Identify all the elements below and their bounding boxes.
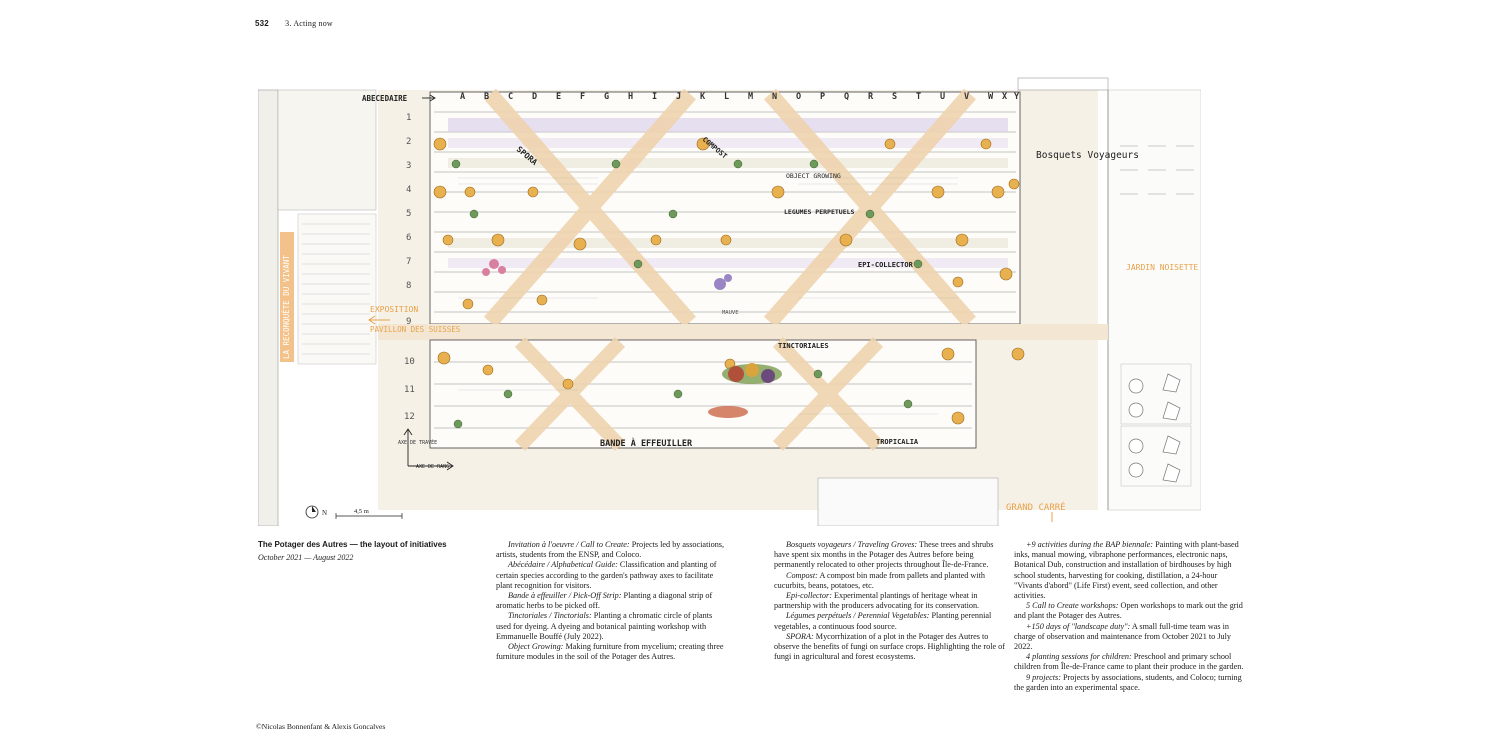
entry: Abécédaire / Alphabetical Guide: Classif… <box>496 560 717 590</box>
tropicalia-label: TROPICALIA <box>876 438 919 446</box>
entry: +9 activities during the BAP biennale: P… <box>1014 540 1239 601</box>
row-number: 9 <box>406 317 411 327</box>
col-letter: N <box>772 92 777 102</box>
text-column-1: Invitation à l'oeuvre / Call to Create: … <box>496 540 728 662</box>
scale-bar: 4,5 m <box>335 508 403 519</box>
col-letter: E <box>556 92 561 102</box>
entry: Epi-collector: Experimental plantings of… <box>774 591 980 611</box>
garden-plan-illustration: LA RECONQUÊTE DU VIVANT <box>258 74 1201 526</box>
exposition-label: EXPOSITION <box>370 305 418 314</box>
row-number: 5 <box>406 209 411 219</box>
right-building <box>1107 89 1201 511</box>
axe-travee-label: AXE DE TRAVÉE <box>398 438 437 446</box>
row-number: 3 <box>406 161 411 171</box>
text-column-2: Bosquets voyageurs / Traveling Groves: T… <box>774 540 1006 662</box>
text-column-3: +9 activities during the BAP biennale: P… <box>1014 540 1246 693</box>
epi-collector-label: EPI-COLLECTOR <box>858 261 914 269</box>
entry: +150 days of "landscape duty": A small f… <box>1014 621 1231 652</box>
row-number: 2 <box>406 137 411 147</box>
row-number: 10 <box>404 357 415 367</box>
row-number: 11 <box>404 385 415 395</box>
jardin-noisette-label: JARDIN NOISETTE <box>1126 263 1198 272</box>
col-letter: H <box>628 92 633 102</box>
page-number: 532 <box>255 19 269 28</box>
row-number: 12 <box>404 412 415 422</box>
col-letter: Q <box>844 92 849 102</box>
mauve-label: MAUVE <box>722 310 739 316</box>
col-letter: J <box>676 92 681 102</box>
row-number: 6 <box>406 233 411 243</box>
entry: SPORA: Mycorrhization of a plot in the P… <box>774 631 1006 662</box>
section-title: 3. Acting now <box>285 19 333 28</box>
col-letter: K <box>700 92 706 102</box>
col-letter: F <box>580 92 585 102</box>
column-letters: A B C D E F G H I J K L M N O P Q R S T … <box>460 92 1020 102</box>
entry: Bosquets voyageurs / Traveling Groves: T… <box>774 540 994 570</box>
north-label: N <box>322 509 327 517</box>
col-letter: Y <box>1014 92 1020 102</box>
col-letter: X <box>1002 92 1007 102</box>
col-letter: U <box>940 92 945 102</box>
entry: Compost: A compost bin made from pallets… <box>774 570 985 590</box>
entry: 5 Call to Create workshops: Open worksho… <box>1014 601 1243 621</box>
caption-title: The Potager des Autres — the layout of i… <box>258 540 447 549</box>
row-number: 1 <box>406 113 411 123</box>
row-number: 4 <box>406 185 411 195</box>
entry: Bande à effeuiller / Pick-Off Strip: Pla… <box>496 591 713 611</box>
entry: Object Growing: Making furniture from my… <box>496 642 724 662</box>
entry: Invitation à l'oeuvre / Call to Create: … <box>496 540 725 560</box>
col-letter: M <box>748 92 753 102</box>
bande-label: BANDE À EFFEUILLER <box>600 437 693 449</box>
allee-strip <box>280 232 294 362</box>
col-letter: I <box>652 92 657 102</box>
col-letter: W <box>988 92 994 102</box>
col-letter: D <box>532 92 537 102</box>
entry: Légumes perpétuels / Perennial Vegetable… <box>774 611 992 631</box>
col-letter: O <box>796 92 801 102</box>
col-letter: G <box>604 92 609 102</box>
caption-dates: October 2021 — August 2022 <box>258 553 354 562</box>
lower-plot <box>429 339 977 449</box>
object-growing-label: OBJECT GROWING <box>786 172 841 180</box>
col-letter: C <box>508 92 513 102</box>
shrub-markers <box>433 137 1025 425</box>
legumes-label: LEGUMES PERPETUELS <box>784 208 855 216</box>
axe-rang-label: AXE DE RANG <box>416 464 449 470</box>
bosquets-label: Bosquets Voyageurs <box>1036 150 1139 161</box>
figure-caption: The Potager des Autres — the layout of i… <box>258 540 488 562</box>
row-number: 8 <box>406 281 411 291</box>
grand-carre-label: GRAND CARRÉ <box>1006 501 1066 513</box>
col-letter: A <box>460 92 465 102</box>
allee-label: LA RECONQUÊTE DU VIVANT <box>282 255 291 359</box>
col-letter: T <box>916 92 921 102</box>
col-letter: V <box>964 92 969 102</box>
scale-label: 4,5 m <box>354 508 369 515</box>
entry: Tinctoriales / Tinctorials: Planting a c… <box>496 611 713 641</box>
tinctoriales-label: TINCTORIALES <box>778 342 829 350</box>
entry: 9 projects: Projects by associations, st… <box>1014 672 1242 692</box>
col-letter: L <box>724 92 729 102</box>
row-number: 7 <box>406 257 411 267</box>
north-indicator: N <box>305 505 327 519</box>
entry: 4 planting sessions for children: Presch… <box>1014 652 1244 672</box>
col-letter: S <box>892 92 897 102</box>
left-building <box>258 89 279 526</box>
pavillon-label: PAVILLON DES SUISSES <box>370 325 461 334</box>
tinctoriales-circle <box>708 363 782 418</box>
abecedaire-label: ABECEDAIRE <box>362 94 408 103</box>
running-header: 532 3. Acting now <box>255 19 333 28</box>
col-letter: P <box>820 92 825 102</box>
col-letter: R <box>868 92 874 102</box>
photo-credit: ©Nicolas Bonnenfant & Alexis Goncalves <box>256 722 386 731</box>
col-letter: B <box>484 92 489 102</box>
row-numbers: 1 2 3 4 5 6 7 8 9 10 11 12 <box>404 113 415 422</box>
